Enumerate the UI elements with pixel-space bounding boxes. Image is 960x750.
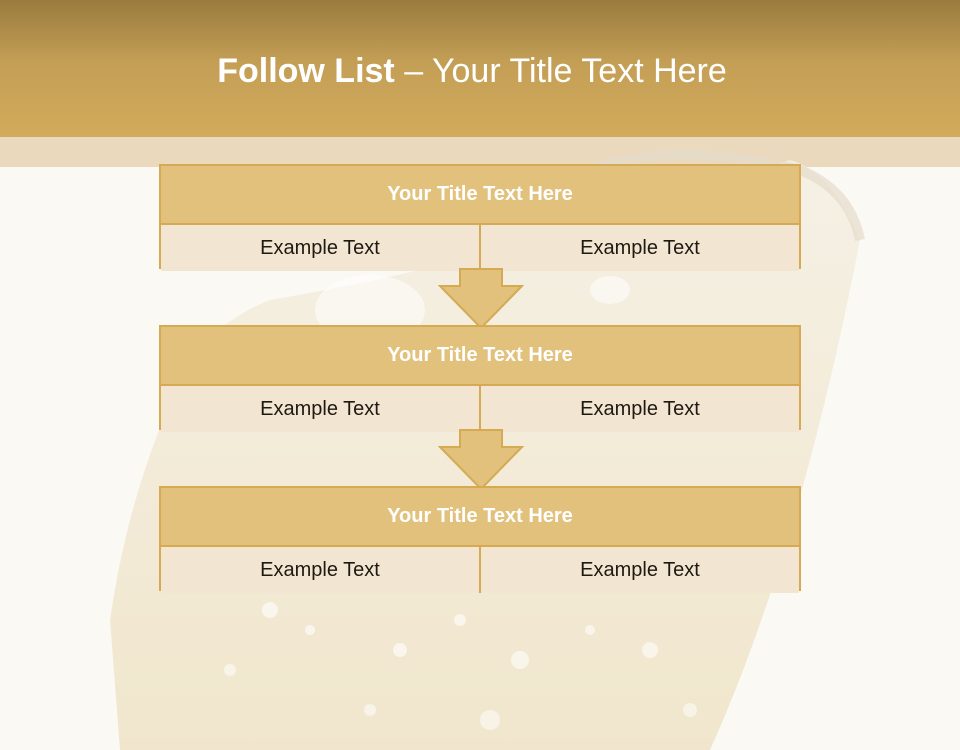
title-underline-strip bbox=[0, 137, 960, 167]
slide-title: Follow List – Your Title Text Here bbox=[0, 52, 944, 91]
step-1-right-text: Example Text bbox=[479, 225, 799, 271]
slide-title-rest: – Your Title Text Here bbox=[394, 52, 727, 90]
step-row-3: Example Text Example Text bbox=[161, 547, 799, 593]
step-title-3: Your Title Text Here bbox=[161, 488, 799, 547]
step-row-2: Example Text Example Text bbox=[161, 386, 799, 432]
step-3-right-text: Example Text bbox=[479, 547, 799, 593]
down-arrow-icon bbox=[438, 429, 524, 491]
step-title-2: Your Title Text Here bbox=[161, 327, 799, 386]
step-row-1: Example Text Example Text bbox=[161, 225, 799, 271]
step-2-left-text: Example Text bbox=[161, 386, 479, 432]
step-1-left-text: Example Text bbox=[161, 225, 479, 271]
title-bar bbox=[0, 0, 960, 137]
step-title-1: Your Title Text Here bbox=[161, 166, 799, 225]
down-arrow-icon bbox=[438, 268, 524, 330]
slide-title-bold: Follow List bbox=[217, 52, 395, 90]
step-2-right-text: Example Text bbox=[479, 386, 799, 432]
step-block-1: Your Title Text Here Example Text Exampl… bbox=[159, 164, 801, 271]
step-block-3: Your Title Text Here Example Text Exampl… bbox=[159, 486, 801, 593]
step-3-left-text: Example Text bbox=[161, 547, 479, 593]
step-block-2: Your Title Text Here Example Text Exampl… bbox=[159, 325, 801, 432]
